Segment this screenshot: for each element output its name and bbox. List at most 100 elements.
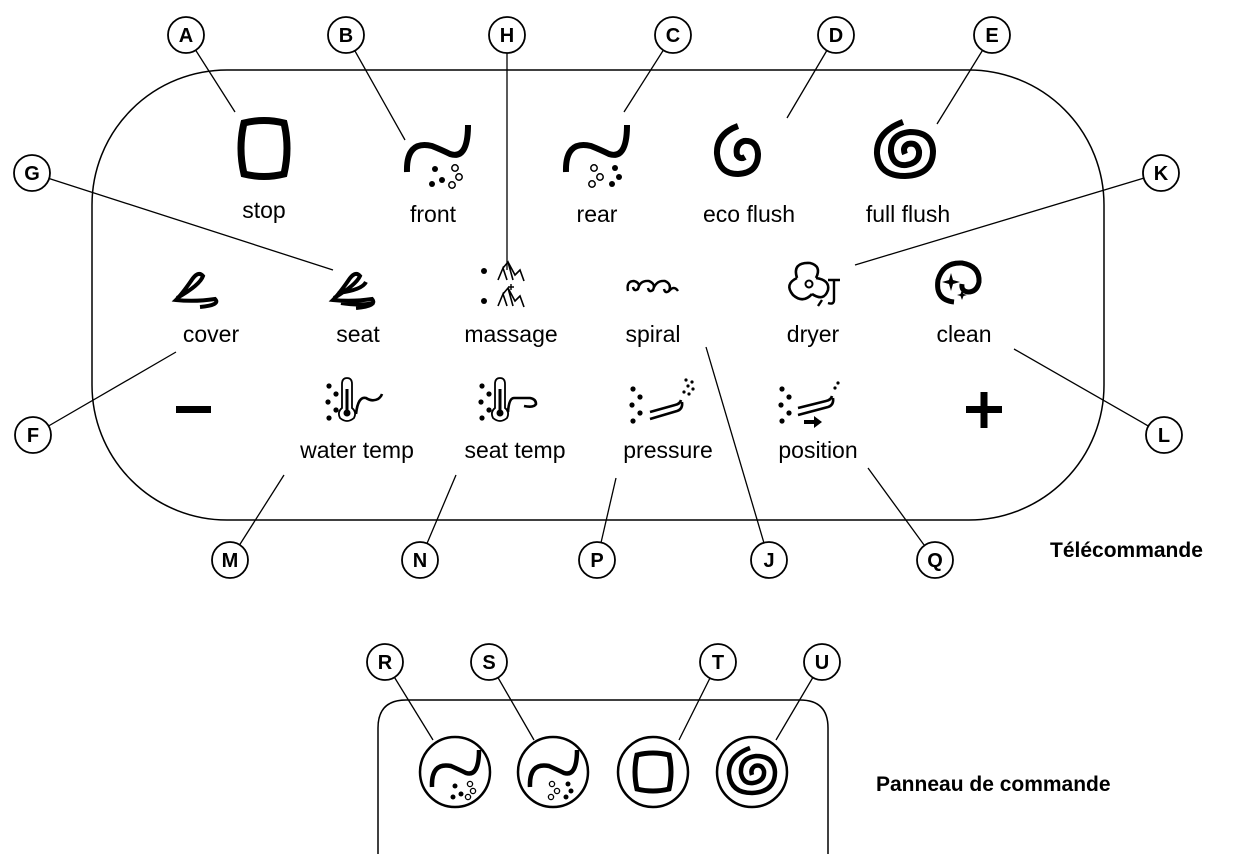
eco-flush-label: eco flush — [703, 201, 795, 227]
plus-button[interactable] — [966, 392, 1002, 428]
callout-M: M — [211, 541, 249, 579]
panel-outline — [377, 699, 829, 854]
seat-label: seat — [336, 321, 380, 347]
seat-lid-icon — [328, 271, 376, 310]
minus-icon — [176, 406, 211, 413]
dryer-label: dryer — [787, 321, 840, 347]
callout-lines — [31, 34, 1165, 741]
svg-text:E: E — [985, 25, 998, 47]
front-button[interactable]: front — [403, 124, 471, 227]
panel-title: Panneau de commande — [876, 773, 1111, 796]
water-temp-button[interactable]: water temp — [299, 377, 414, 463]
panel-front-button[interactable] — [418, 735, 492, 809]
pressure-button[interactable]: pressure — [623, 378, 713, 463]
callout-L: L — [1145, 416, 1183, 454]
spiral-button[interactable]: spiral — [626, 279, 681, 347]
seat-button[interactable]: seat — [328, 271, 380, 347]
nozzle-clean-icon — [935, 260, 982, 305]
svg-text:B: B — [339, 25, 353, 47]
rear-wash-icon — [562, 124, 630, 188]
water-temperature-icon — [325, 377, 384, 422]
callout-S: S — [470, 643, 508, 681]
eco-flush-spiral-icon — [713, 123, 762, 178]
callout-H: H — [488, 16, 526, 54]
cover-button[interactable]: cover — [171, 271, 240, 347]
massage-label: massage — [464, 321, 557, 347]
svg-text:S: S — [482, 652, 495, 674]
callout-C: C — [654, 16, 692, 54]
front-label: front — [410, 201, 457, 227]
dryer-fan-icon — [788, 261, 840, 307]
callout-E: E — [973, 16, 1011, 54]
full-flush-button[interactable]: full flush — [866, 119, 950, 227]
callout-U: U — [803, 643, 841, 681]
position-label: position — [778, 437, 857, 463]
seat-temp-button[interactable]: seat temp — [465, 377, 566, 463]
rear-wash-icon — [527, 749, 580, 801]
svg-text:F: F — [27, 425, 39, 447]
seat-temperature-icon — [478, 377, 538, 422]
spiral-wave-icon — [626, 279, 679, 294]
pressure-icon — [629, 378, 695, 424]
seat-temp-label: seat temp — [465, 437, 566, 463]
svg-text:H: H — [500, 25, 514, 47]
water-temp-label: water temp — [299, 437, 414, 463]
cover-label: cover — [183, 321, 240, 347]
pressure-label: pressure — [623, 437, 712, 463]
svg-text:J: J — [763, 550, 774, 572]
full-flush-spiral-icon — [873, 119, 937, 180]
svg-text:P: P — [590, 550, 603, 572]
callout-R: R — [366, 643, 404, 681]
cover-lid-icon — [171, 271, 219, 309]
callout-N: N — [401, 541, 439, 579]
clean-label: clean — [937, 321, 992, 347]
stop-label: stop — [242, 197, 285, 223]
svg-text:Q: Q — [927, 550, 943, 572]
rear-button[interactable]: rear — [562, 124, 630, 227]
svg-text:D: D — [829, 25, 843, 47]
svg-text:K: K — [1154, 163, 1169, 185]
callout-P: P — [578, 541, 616, 579]
callout-Q: Q — [916, 541, 954, 579]
callout-B: B — [327, 16, 365, 54]
svg-text:U: U — [815, 652, 829, 674]
clean-button[interactable]: clean — [935, 260, 992, 347]
dryer-button[interactable]: dryer — [787, 261, 840, 347]
full-flush-spiral-icon — [726, 745, 778, 796]
callout-A: A — [167, 16, 205, 54]
svg-text:L: L — [1158, 425, 1170, 447]
stop-square-icon — [237, 117, 291, 180]
svg-text:C: C — [666, 25, 680, 47]
panel-stop-button[interactable] — [616, 735, 690, 809]
front-wash-icon — [403, 124, 471, 189]
callout-J: J — [750, 541, 788, 579]
full-flush-label: full flush — [866, 201, 950, 227]
plus-icon — [966, 392, 1002, 428]
svg-text:G: G — [24, 163, 40, 185]
eco-flush-button[interactable]: eco flush — [703, 123, 795, 227]
spiral-label: spiral — [626, 321, 681, 347]
panel-rear-button[interactable] — [516, 735, 590, 809]
stop-square-icon — [632, 750, 674, 794]
stop-button[interactable]: stop — [237, 117, 291, 224]
front-wash-icon — [429, 749, 482, 801]
position-icon — [778, 381, 840, 428]
callout-D: D — [817, 16, 855, 54]
svg-text:M: M — [222, 550, 239, 572]
remote-outline — [91, 69, 1105, 521]
massage-button[interactable]: massage — [464, 260, 558, 347]
panel-flush-button[interactable] — [715, 735, 789, 809]
minus-button[interactable] — [176, 406, 211, 413]
svg-text:N: N — [413, 550, 427, 572]
rear-label: rear — [577, 201, 618, 227]
svg-text:T: T — [712, 652, 724, 674]
callout-F: F — [14, 416, 52, 454]
remote-title: Télécommande — [1050, 539, 1203, 562]
callout-K: K — [1142, 154, 1180, 192]
callout-G: G — [13, 154, 51, 192]
svg-text:R: R — [378, 652, 393, 674]
callout-T: T — [699, 643, 737, 681]
position-button[interactable]: position — [778, 381, 858, 463]
svg-text:A: A — [179, 25, 193, 47]
